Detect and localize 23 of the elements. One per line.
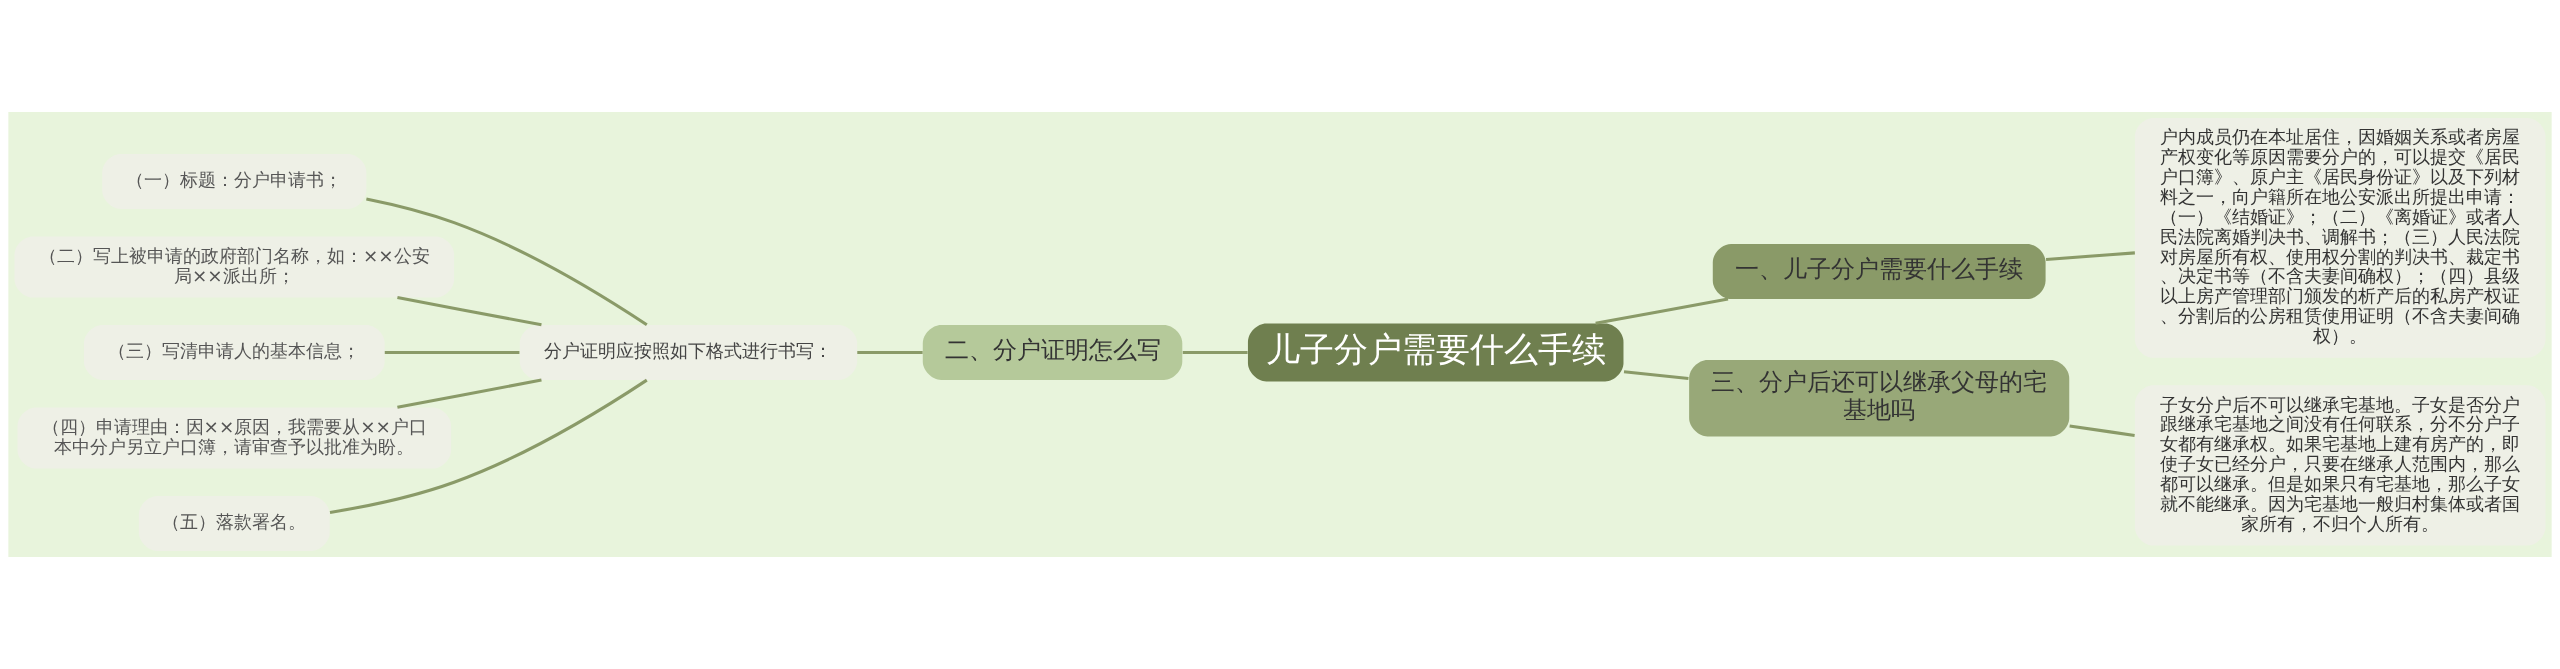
connector bbox=[397, 378, 542, 409]
node-box: 子女分户后不可以继承宅基地。子女是否分户跟继承宅基地之间没有任何联系，分不分户子女都有继承权。如果宅基地上建有房产的，即使子女已经分户，只要在继承人范围内，那么都可以继承。但是如果只有宅基地，那么子女就不能继承。因为宅基地一般归村集体或者国家所有，不归个人所有。 bbox=[2134, 385, 2546, 546]
connector bbox=[1182, 350, 1248, 354]
connector bbox=[329, 378, 648, 514]
node-box: （一）标题：分户申请书； bbox=[102, 154, 367, 209]
node-box: 一、儿子分户需要什么手续 bbox=[1712, 244, 2046, 299]
node-box: （五）落款署名。 bbox=[138, 495, 330, 551]
node-box: 分户证明应按照如下格式进行书写： bbox=[519, 324, 858, 380]
connector bbox=[2045, 251, 2135, 261]
connector bbox=[2069, 424, 2135, 437]
node-box: （三）写清申请人的基本信息； bbox=[83, 324, 385, 380]
node-box: （二）写上被申请的政府部门名称，如：××公安局××派出所； bbox=[14, 236, 455, 298]
connector bbox=[384, 350, 520, 354]
connector bbox=[1595, 297, 1729, 325]
node-box: （四）申请理由：因××原因，我需要从××户口本中分户另立户口簿，请审查予以批准为盼。 bbox=[17, 407, 452, 469]
node-box: 户内成员仍在本址居住，因婚姻关系或者房屋产权变化等原因需要分户的，可以提交《居民户口簿》、原户主《居民身份证》以及下列材料之一，向户籍所在地公安派出所提出申请：（一）《结婚证》；（二）《离婚证》或者人民法院离婚判决书、调解书；（三）人民法院对房屋所有权、使用权分割的判决书、裁定书、决定书等（不含夫妻间确权）；（四）县级以上房产管理部门颁发的析产后的私房产权证、分割后的公房租赁使用证明（不含夫妻间确权）。 bbox=[2134, 118, 2546, 358]
connector bbox=[1623, 370, 1689, 381]
node-box: 三、分户后还可以继承父母的宅基地吗 bbox=[1689, 360, 2070, 437]
connector bbox=[857, 350, 923, 354]
node-box: 儿子分户需要什么手续 bbox=[1247, 323, 1624, 382]
node-box: 二、分户证明怎么写 bbox=[922, 324, 1183, 380]
connector bbox=[366, 197, 648, 327]
connector bbox=[397, 296, 542, 327]
